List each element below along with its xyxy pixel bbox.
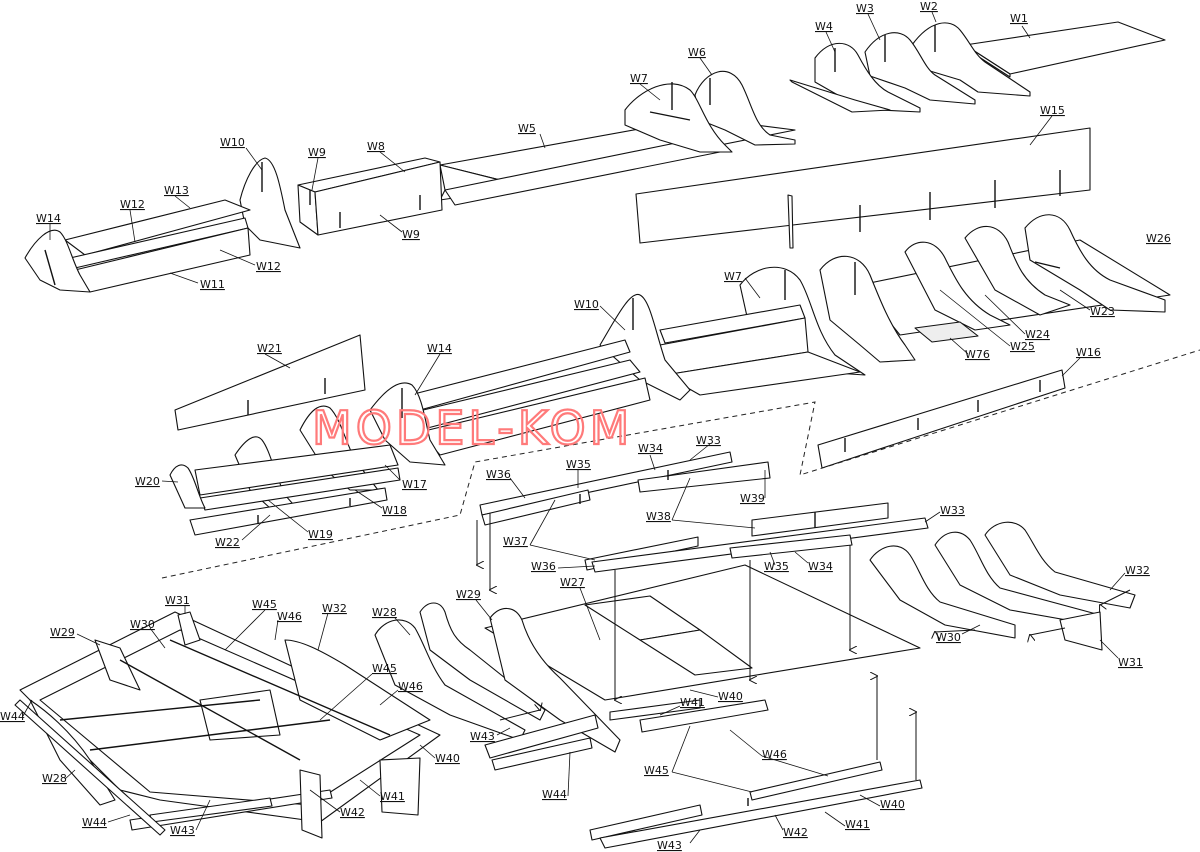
label-w39: W39 bbox=[740, 492, 765, 505]
label-w36b: W36 bbox=[531, 560, 556, 573]
label-w14: W14 bbox=[36, 212, 61, 225]
label-w35: W35 bbox=[566, 458, 591, 471]
part-group-w15 bbox=[635, 127, 1091, 249]
label-w13: W13 bbox=[164, 184, 189, 197]
watermark-text: MODEL-KOM bbox=[312, 401, 633, 455]
label-w34b: W34 bbox=[808, 560, 833, 573]
label-w7b: W7 bbox=[724, 270, 742, 283]
label-w46c: W46 bbox=[762, 748, 787, 761]
label-w20: W20 bbox=[135, 475, 160, 488]
label-w34: W34 bbox=[638, 442, 663, 455]
label-w45b: W45 bbox=[372, 662, 397, 675]
label-w41: W41 bbox=[680, 696, 705, 709]
label-w7: W7 bbox=[630, 72, 648, 85]
label-w16: W16 bbox=[1076, 346, 1101, 359]
label-w46b: W46 bbox=[398, 680, 423, 693]
label-w31b: W31 bbox=[1118, 656, 1143, 669]
part-group-w1-w4 bbox=[789, 21, 1166, 113]
label-w28b: W28 bbox=[42, 772, 67, 785]
label-w14b: W14 bbox=[427, 342, 452, 355]
label-w42b: W42 bbox=[783, 826, 808, 839]
label-w25: W25 bbox=[1010, 340, 1035, 353]
part-group-w21 bbox=[174, 334, 366, 431]
label-w41c: W41 bbox=[845, 818, 870, 831]
label-w43b: W43 bbox=[170, 824, 195, 837]
label-w45c: W45 bbox=[644, 764, 669, 777]
label-w10: W10 bbox=[220, 136, 245, 149]
label-w29b: W29 bbox=[50, 626, 75, 639]
label-w23: W23 bbox=[1090, 305, 1115, 318]
label-w76: W76 bbox=[965, 348, 990, 361]
label-w40b: W40 bbox=[435, 752, 460, 765]
part-group-w23-w26 bbox=[859, 214, 1171, 343]
label-w41b: W41 bbox=[380, 790, 405, 803]
label-w44: W44 bbox=[0, 710, 25, 723]
label-w18: W18 bbox=[382, 504, 407, 517]
part-group-w16 bbox=[817, 369, 1066, 469]
label-w12: W12 bbox=[120, 198, 145, 211]
label-w46: W46 bbox=[277, 610, 302, 623]
label-w44b: W44 bbox=[82, 816, 107, 829]
label-w33: W33 bbox=[696, 434, 721, 447]
label-w32b: W32 bbox=[1125, 564, 1150, 577]
label-w36: W36 bbox=[486, 468, 511, 481]
label-w44c: W44 bbox=[542, 788, 567, 801]
part-labels: W1 W2 W3 W4 W5 W6 W7 W8 W9 W9 W10 W11 W1… bbox=[0, 0, 1171, 852]
part-group-w5-w7 bbox=[439, 70, 796, 206]
label-w1: W1 bbox=[1010, 12, 1028, 25]
label-w12b: W12 bbox=[256, 260, 281, 273]
label-w10b: W10 bbox=[574, 298, 599, 311]
label-w8: W8 bbox=[367, 140, 385, 153]
part-group-w30-w33-right bbox=[869, 521, 1136, 651]
label-w15: W15 bbox=[1040, 104, 1065, 117]
label-w22: W22 bbox=[215, 536, 240, 549]
part-group-fuselage-mid bbox=[369, 255, 916, 466]
label-w3: W3 bbox=[856, 2, 874, 15]
part-group-w33-w39 bbox=[479, 451, 929, 573]
label-w32: W32 bbox=[322, 602, 347, 615]
label-w29: W29 bbox=[456, 588, 481, 601]
label-w21: W21 bbox=[257, 342, 282, 355]
part-group-w27-w46-mid bbox=[374, 564, 923, 849]
assembly-arrows bbox=[477, 513, 1131, 780]
label-w30b: W30 bbox=[936, 631, 961, 644]
label-w9: W9 bbox=[308, 146, 326, 159]
label-w9b: W9 bbox=[402, 228, 420, 241]
label-w6: W6 bbox=[688, 46, 706, 59]
part-group-w17-w22 bbox=[169, 405, 401, 536]
label-w43: W43 bbox=[470, 730, 495, 743]
part-group-w8-w9 bbox=[297, 157, 443, 236]
section-separators bbox=[161, 349, 1200, 579]
label-w19: W19 bbox=[308, 528, 333, 541]
label-w42: W42 bbox=[340, 806, 365, 819]
label-w28: W28 bbox=[372, 606, 397, 619]
label-w31: W31 bbox=[165, 594, 190, 607]
label-w5: W5 bbox=[518, 122, 536, 135]
label-w40c: W40 bbox=[880, 798, 905, 811]
label-w33b: W33 bbox=[940, 504, 965, 517]
label-w17: W17 bbox=[402, 478, 427, 491]
label-w35b: W35 bbox=[764, 560, 789, 573]
label-w27: W27 bbox=[560, 576, 585, 589]
label-w4: W4 bbox=[815, 20, 833, 33]
part-group-w10-w14-upper bbox=[24, 157, 301, 293]
label-w26: W26 bbox=[1146, 232, 1171, 245]
label-w30: W30 bbox=[130, 618, 155, 631]
part-group-assembled-frame bbox=[14, 611, 441, 839]
label-w43c: W43 bbox=[657, 839, 682, 852]
label-w40: W40 bbox=[718, 690, 743, 703]
label-w37: W37 bbox=[503, 535, 528, 548]
label-w24: W24 bbox=[1025, 328, 1050, 341]
label-w11: W11 bbox=[200, 278, 225, 291]
label-w38: W38 bbox=[646, 510, 671, 523]
label-w45: W45 bbox=[252, 598, 277, 611]
label-w2: W2 bbox=[920, 0, 938, 13]
